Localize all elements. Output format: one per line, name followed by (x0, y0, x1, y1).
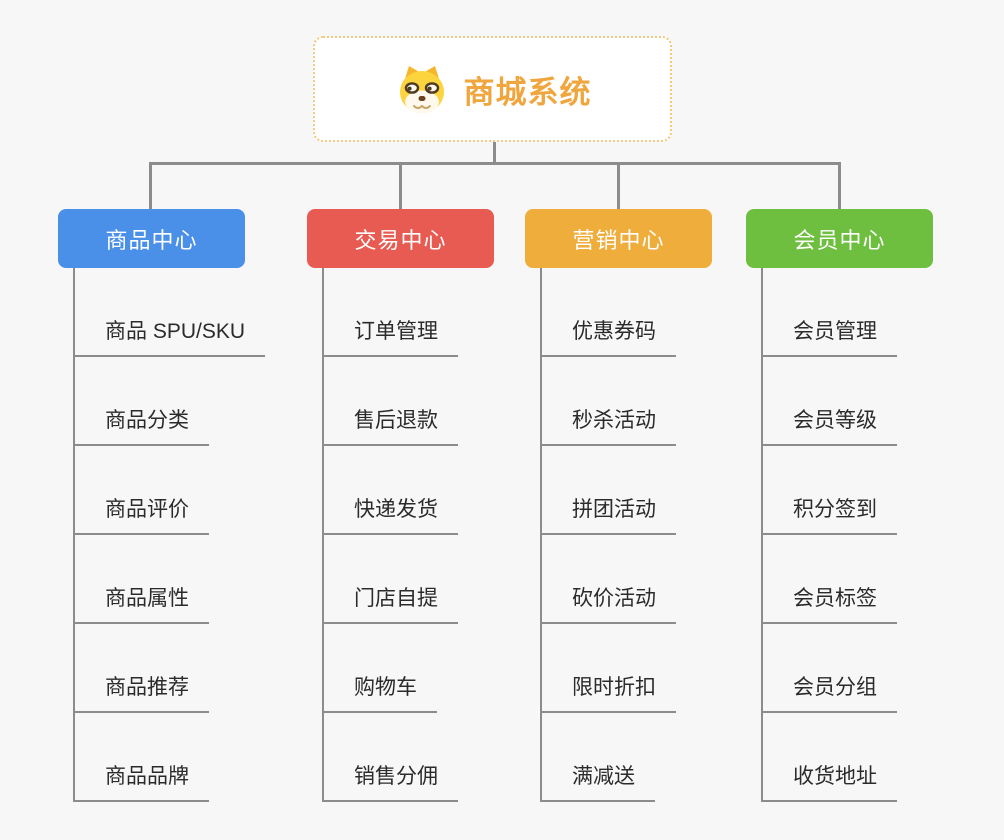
branch-product-center: 商品中心 商品 SPU/SKU 商品分类 商品评价 商品属性 商品推荐 商品品牌 (58, 209, 266, 809)
tree-item[interactable]: 商品品牌 (73, 762, 209, 802)
branch-label: 交易中心 (354, 227, 447, 253)
root-title: 商城系统 (463, 74, 592, 110)
tree-item[interactable]: 优惠券码 (540, 317, 676, 357)
branch-header-node[interactable]: 交易中心 (307, 209, 494, 268)
tree-item[interactable]: 收货地址 (761, 762, 897, 802)
tree-item[interactable]: 秒杀活动 (540, 406, 676, 446)
shiba-dog-icon (399, 66, 444, 114)
branch-label: 会员中心 (793, 227, 886, 253)
tree-item[interactable]: 商品分类 (73, 406, 209, 446)
tree-item[interactable]: 会员标签 (761, 584, 897, 624)
branch-label: 商品中心 (105, 227, 198, 253)
tree-item[interactable]: 商品属性 (73, 584, 209, 624)
tree-item[interactable]: 商品评价 (73, 495, 209, 535)
tree-item[interactable]: 砍价活动 (540, 584, 676, 624)
branch-header-node[interactable]: 商品中心 (58, 209, 245, 268)
tree-item[interactable]: 会员分组 (761, 673, 897, 713)
branch-header-node[interactable]: 营销中心 (525, 209, 712, 268)
branch-trade-center: 交易中心 订单管理 售后退款 快递发货 门店自提 购物车 销售分佣 (307, 209, 494, 809)
tree-item[interactable]: 积分签到 (761, 495, 897, 535)
tree-item[interactable]: 拼团活动 (540, 495, 676, 535)
root-node[interactable]: 商城系统 (313, 36, 672, 142)
tree-item[interactable]: 限时折扣 (540, 673, 676, 713)
tree-item[interactable]: 满减送 (540, 762, 655, 802)
branch-label: 营销中心 (572, 227, 665, 253)
tree-item[interactable]: 会员管理 (761, 317, 897, 357)
branch-member-center: 会员中心 会员管理 会员等级 积分签到 会员标签 会员分组 收货地址 (746, 209, 933, 809)
connector-root-stub (493, 142, 496, 162)
connector-drop-line (149, 162, 152, 209)
connector-drop-line (399, 162, 402, 209)
tree-item[interactable]: 售后退款 (322, 406, 458, 446)
tree-item[interactable]: 商品推荐 (73, 673, 209, 713)
tree-item[interactable]: 门店自提 (322, 584, 458, 624)
tree-item[interactable]: 订单管理 (322, 317, 458, 357)
tree-item[interactable]: 快递发货 (322, 495, 458, 535)
connector-horizontal-bar (149, 162, 841, 165)
connector-drop-line (838, 162, 841, 209)
tree-item[interactable]: 会员等级 (761, 406, 897, 446)
tree-item[interactable]: 商品 SPU/SKU (73, 317, 266, 357)
tree-item[interactable]: 销售分佣 (322, 762, 458, 802)
connector-drop-line (617, 162, 620, 209)
branch-header-node[interactable]: 会员中心 (746, 209, 933, 268)
branch-marketing-center: 营销中心 优惠券码 秒杀活动 拼团活动 砍价活动 限时折扣 满减送 (525, 209, 712, 809)
tree-item[interactable]: 购物车 (322, 673, 437, 713)
